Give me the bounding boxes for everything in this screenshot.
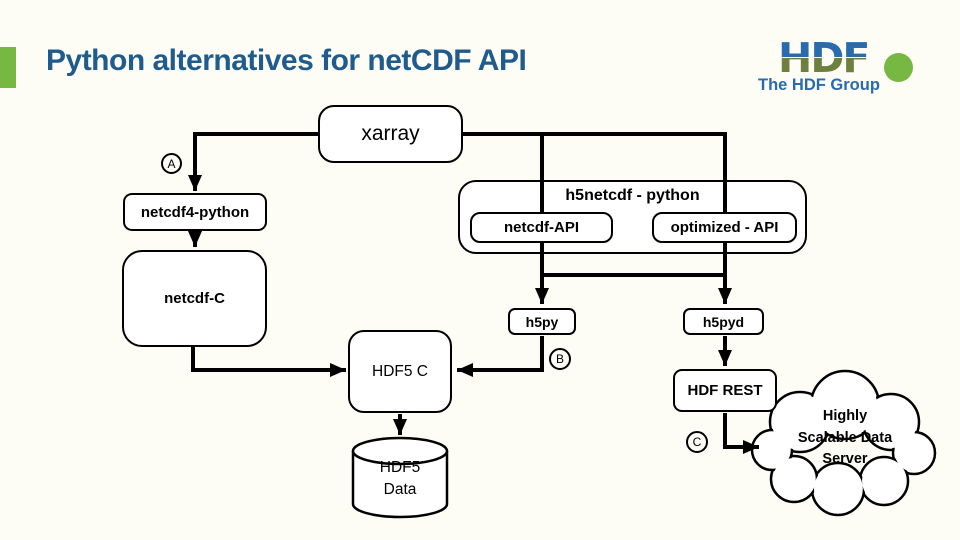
- node-netcdf-api: netcdf-API: [470, 212, 613, 243]
- hdf-group-logo: HDF HDF The HDF Group: [758, 34, 880, 94]
- node-scalable-server-label: Highly Scalable Data Server: [772, 406, 918, 471]
- accent-bar: [0, 47, 16, 88]
- node-hdf5-c: HDF5 C: [348, 330, 452, 413]
- badge-b: B: [549, 348, 571, 370]
- badge-a: A: [161, 153, 182, 174]
- logo-wordmark-top-half: HDF: [778, 34, 868, 82]
- green-dot: [884, 53, 913, 82]
- node-hdf5-data-label: HDF5 Data: [353, 457, 447, 501]
- node-h5netcdf-python-label: h5netcdf - python: [565, 187, 700, 204]
- node-netcdf-c: netcdf-C: [122, 250, 267, 347]
- node-xarray: xarray: [318, 105, 463, 163]
- edge-xarray-to-netcdf4python: [188, 132, 318, 191]
- logo-wordmark-bottom-half: HDF: [778, 34, 868, 82]
- badge-c: C: [686, 431, 708, 453]
- hdf5-data-line2: Data: [383, 481, 417, 498]
- scalable-server-line1: Highly: [822, 408, 868, 424]
- node-netcdf4-python: netcdf4-python: [123, 193, 267, 231]
- node-optimized-api: optimized - API: [652, 212, 797, 243]
- cloud-shape: [750, 369, 937, 517]
- edge-hdfrest-to-cloud: [723, 413, 759, 454]
- page-title: Python alternatives for netCDF API: [46, 44, 527, 77]
- logo-caption: The HDF Group: [758, 76, 880, 94]
- cylinder-shape: [351, 436, 449, 519]
- node-hdf-rest: HDF REST: [673, 369, 777, 412]
- scalable-server-line2: Scalable Data: [797, 429, 893, 446]
- scalable-server-line3: Server: [822, 451, 868, 467]
- node-h5pyd: h5pyd: [683, 308, 764, 335]
- hdf5-data-line1: HDF5: [379, 459, 421, 476]
- edge-h5py-to-hdf5c: [457, 336, 544, 377]
- edge-netcdfc-to-hdf5c: [191, 347, 346, 377]
- node-h5py: h5py: [508, 308, 576, 335]
